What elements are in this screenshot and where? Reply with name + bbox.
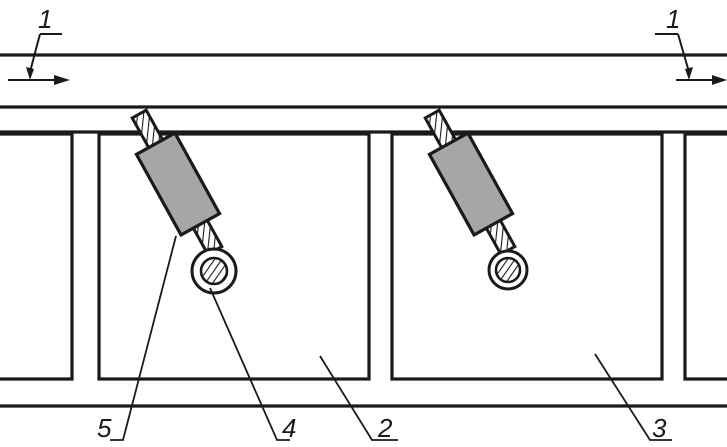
panel-2 xyxy=(97,132,371,381)
eye-bolt-right xyxy=(487,249,529,291)
eye-ring-inner xyxy=(494,256,522,284)
panels xyxy=(0,132,727,381)
fastener-assembly-right xyxy=(423,108,517,257)
leader-2 xyxy=(319,355,398,441)
section-arrow-down-icon xyxy=(685,67,693,80)
leader-lines xyxy=(110,235,672,441)
leader-5 xyxy=(110,235,177,441)
eye-ring-inner xyxy=(199,256,229,286)
section-label-right: 1 xyxy=(666,4,680,34)
callout-labels: 5 4 2 3 xyxy=(97,413,667,443)
label-4: 4 xyxy=(282,413,296,443)
panel-right-partial xyxy=(683,132,727,381)
section-label-left: 1 xyxy=(38,4,52,34)
coupling-sleeve xyxy=(134,130,222,238)
coupling-sleeve xyxy=(427,130,515,238)
leader-3 xyxy=(594,353,672,441)
panel-3 xyxy=(390,132,664,381)
section-arrow-right-icon xyxy=(54,75,70,85)
label-3: 3 xyxy=(652,413,667,443)
label-2: 2 xyxy=(377,413,393,443)
label-5: 5 xyxy=(97,413,112,443)
rail-lines xyxy=(0,53,727,408)
leader-4 xyxy=(209,287,290,441)
panel-left-partial xyxy=(0,132,74,381)
section-mark-left: 1 xyxy=(8,4,70,85)
section-arrow-right-icon xyxy=(712,75,727,85)
eye-bolt-left xyxy=(190,247,238,295)
section-mark-right: 1 xyxy=(655,4,727,85)
fastener-assembly-left xyxy=(130,108,224,257)
section-arrow-down-icon xyxy=(26,67,34,80)
